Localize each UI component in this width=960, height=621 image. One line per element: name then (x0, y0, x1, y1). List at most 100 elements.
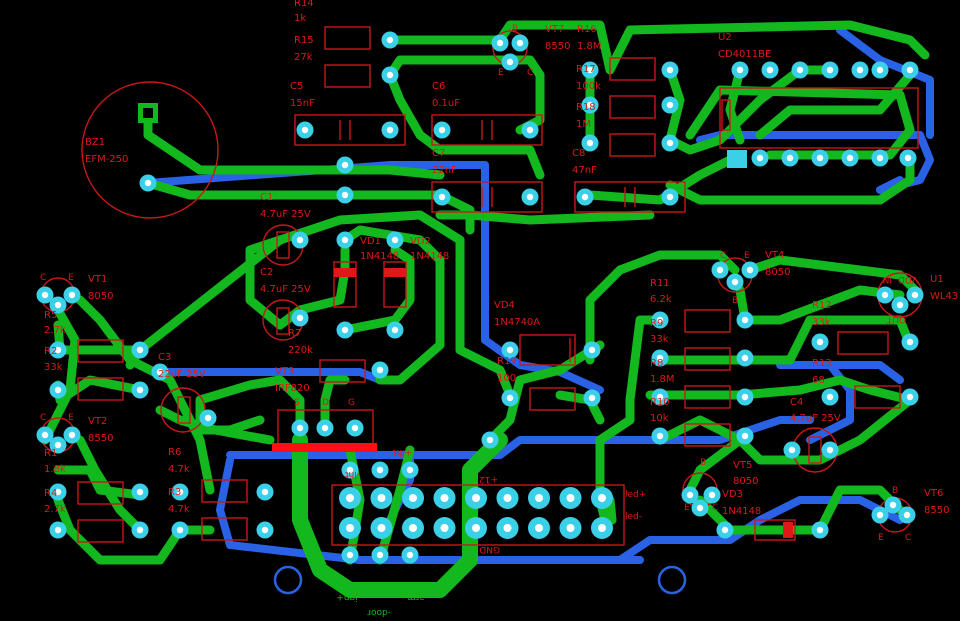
connector-pin-hole (472, 494, 480, 502)
vt6-label: VT6 (924, 488, 943, 499)
connector-pin-hole (409, 494, 417, 502)
r9-label: R9 (650, 318, 663, 329)
pad-hole (586, 101, 594, 109)
c1-value: 4.7uF 25V (260, 209, 311, 220)
vt4-pin-e: E (744, 251, 750, 261)
green-trace (645, 375, 915, 405)
pad-hole (376, 551, 384, 559)
green-trace (75, 295, 215, 495)
r13-value: 68 (812, 375, 825, 386)
pad-hole (341, 191, 349, 199)
pad-hole (746, 266, 754, 274)
pad-hole (906, 66, 914, 74)
r2-value: 33k (44, 362, 63, 373)
vt2-label: VT2 (88, 416, 107, 427)
pad-hole (581, 193, 589, 201)
vt7-pin-e: E (498, 68, 504, 78)
r14-outline (324, 64, 371, 88)
vt4-pin-c: C (720, 251, 726, 261)
pad-hole (321, 424, 329, 432)
green-trace (385, 70, 545, 180)
connector-lht-plus: +lht (392, 447, 412, 457)
c5-label: C5 (290, 81, 303, 92)
r2-label: R2 (44, 346, 57, 357)
r10-label: R10 (650, 397, 670, 408)
r5-label: R5 (44, 310, 57, 321)
pad-hole (876, 66, 884, 74)
vd2-outline (383, 261, 407, 308)
green-trace (385, 55, 545, 80)
pad-hole (136, 346, 144, 354)
c3-body (177, 396, 191, 424)
vd1-value: 1N4148 (360, 251, 399, 262)
connector-gnd: GND (479, 544, 500, 554)
silk-labels: R14 1k R15 27k C5 15nF C6 0.1uF C7 22nF … (40, 0, 958, 617)
r8-label: R8 (650, 358, 663, 369)
connector-pin-hole (566, 494, 575, 502)
pad-hole (741, 393, 749, 401)
r19-label: R19 (497, 356, 517, 367)
pad-hole (756, 154, 764, 162)
pad-hole (54, 346, 62, 354)
vt1-pin-e: E (68, 273, 74, 283)
vt5-pin-c: C (712, 503, 718, 513)
pad-hole (486, 436, 494, 444)
r11-outline (684, 309, 731, 333)
vd1-outline (333, 261, 357, 308)
c1-label: C1 (260, 192, 273, 203)
pad-hole (376, 466, 384, 474)
connector-pin-hole (503, 494, 512, 502)
connector-pin-hole (503, 524, 512, 532)
vd3-label: VD3 (722, 489, 743, 500)
pad-hole (386, 36, 394, 44)
c3-outline (160, 387, 206, 433)
connector-pin-hole (598, 524, 606, 532)
pad-hole (788, 446, 796, 454)
vt7-value: 8550 (545, 41, 570, 52)
pad-hole (341, 326, 349, 334)
pad-hole (903, 511, 911, 519)
mount-hole (273, 565, 303, 595)
mount-hole (657, 565, 687, 595)
vd3-value: 1N4148 (722, 506, 761, 517)
pad-hole (826, 393, 834, 401)
r4-outline (77, 519, 124, 543)
pad-hole (904, 154, 912, 162)
blue-trace (156, 368, 384, 384)
u2-value: CD4011BE (718, 49, 771, 60)
vd2-band (384, 268, 406, 277)
r12-label: R12 (812, 300, 832, 311)
u1-pin-vdd: VDD (898, 274, 918, 284)
pad-hole (516, 39, 524, 47)
blue-trace (826, 361, 904, 384)
green-trace (685, 85, 915, 160)
c6-value: 0.1uF (432, 98, 460, 109)
r1-value: 1.8k (44, 464, 66, 475)
c1-body (276, 231, 290, 259)
r2-outline (77, 377, 124, 401)
r18-value: 1M (576, 119, 591, 130)
green-trace (735, 285, 905, 325)
r7-outline (319, 359, 366, 383)
pad-hole (686, 491, 694, 499)
vt4-value: 8050 (765, 267, 790, 278)
pad-hole (346, 551, 354, 559)
bz1-value: EFM-250 (85, 154, 128, 165)
u2-label: U2 (718, 32, 732, 43)
pad-hole (856, 66, 864, 74)
pad-hole (741, 432, 749, 440)
r5-value: 2.7k (44, 325, 66, 336)
pad-hole (906, 338, 914, 346)
c4-body (808, 436, 822, 464)
vt2-pin-c: C (40, 413, 46, 423)
pad-hole (741, 316, 749, 324)
r7-value: 220k (288, 345, 313, 356)
vt6-pin-e: E (878, 533, 884, 543)
pad-hole (376, 366, 384, 374)
c7-label: C7 (432, 148, 445, 159)
vt5-pin-b: B (700, 458, 706, 468)
r4-value: 2.7k (44, 504, 66, 515)
pad-hole (261, 488, 269, 496)
vd1-label: VD1 (360, 236, 381, 247)
green-trace (485, 340, 605, 445)
